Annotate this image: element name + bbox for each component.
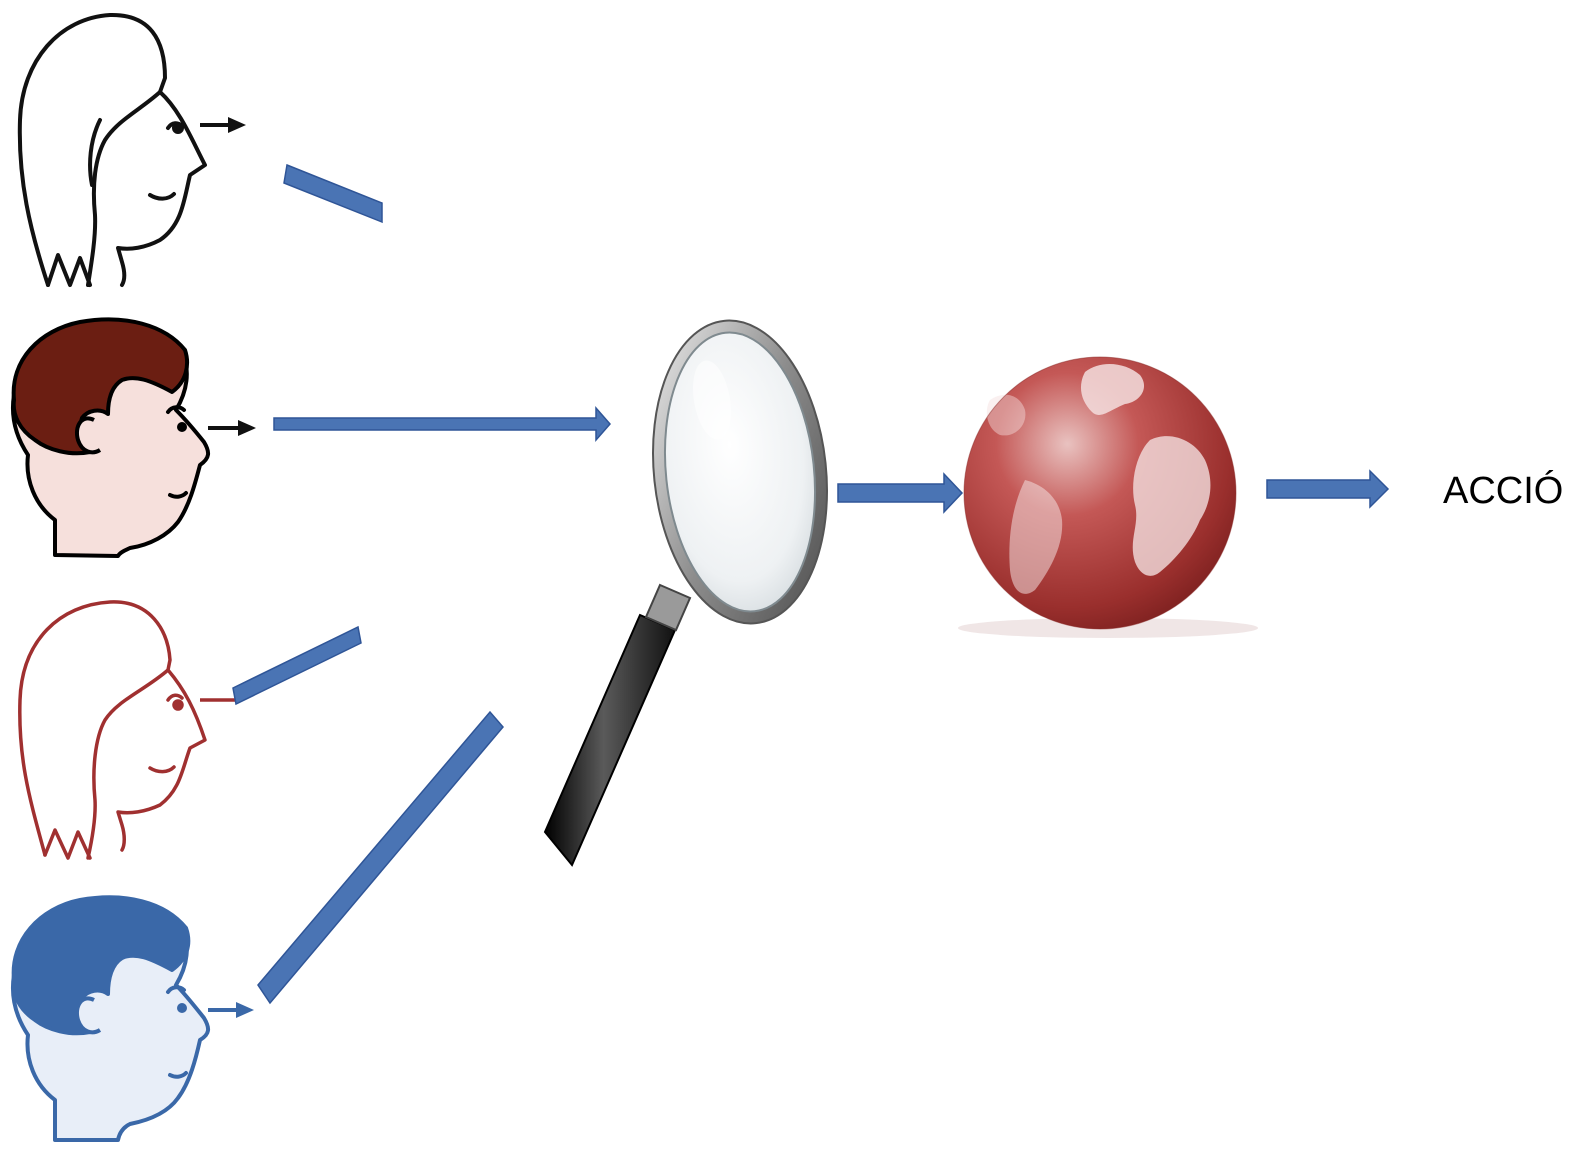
connector-line-woman-red xyxy=(233,627,361,704)
connector-line-man-blue xyxy=(258,712,503,1003)
connector-line-woman-outline xyxy=(284,165,382,222)
man-brown-profile-icon xyxy=(13,319,208,556)
woman-red-profile-icon xyxy=(20,602,205,858)
magnifying-glass-icon xyxy=(545,312,841,865)
arrow-globe-to-action xyxy=(1267,471,1388,507)
globe-icon xyxy=(958,357,1258,638)
man-blue-profile-icon xyxy=(13,897,208,1140)
arrow-magnifier-to-globe xyxy=(838,474,962,512)
connector-arrow-man-brown xyxy=(274,408,610,440)
sight-arrow-icon xyxy=(208,1002,254,1018)
sight-arrow-icon xyxy=(208,420,256,436)
sight-arrow-icon xyxy=(200,117,246,133)
woman-outline-profile-icon xyxy=(20,15,205,285)
action-label: ACCIÓ xyxy=(1443,469,1563,512)
